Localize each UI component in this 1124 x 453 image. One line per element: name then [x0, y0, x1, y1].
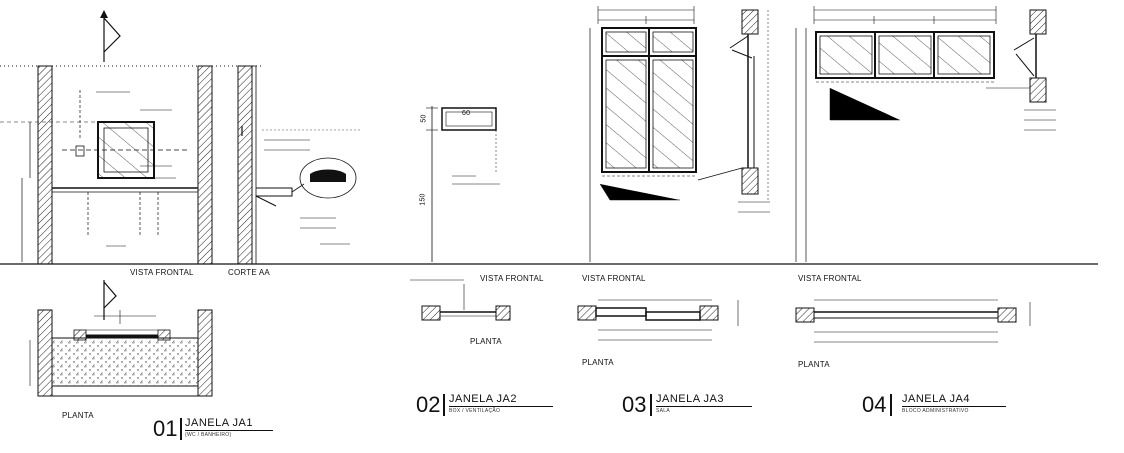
- label-vista-frontal-01: VISTA FRONTAL: [130, 268, 194, 277]
- label-planta-04: PLANTA: [798, 360, 830, 369]
- title-underline: [185, 430, 273, 431]
- detail-title: JANELA JA4: [902, 393, 970, 405]
- ja2-dim-top: 50: [420, 114, 428, 123]
- detail-title: JANELA JA3: [656, 393, 724, 405]
- label-vista-frontal-04: VISTA FRONTAL: [798, 274, 862, 283]
- title-divider: [890, 394, 892, 416]
- label-vista-frontal-03: VISTA FRONTAL: [582, 274, 646, 283]
- detail-02-drawing: [410, 106, 511, 321]
- detail-subtitle: BLOCO ADMINISTRATIVO: [902, 408, 969, 414]
- detail-subtitle: SALA: [656, 408, 670, 414]
- title-divider: [443, 394, 445, 416]
- detail-number: 02: [416, 392, 441, 417]
- detail-title: JANELA JA2: [449, 393, 517, 405]
- title-underline: [449, 406, 553, 407]
- detail-title: JANELA JA1: [185, 417, 253, 429]
- detail-number: 03: [622, 392, 647, 417]
- title-divider: [650, 394, 652, 416]
- detail-01-drawing: [0, 10, 362, 397]
- detail-number: 04: [862, 392, 887, 417]
- detail-number: 01: [153, 416, 178, 441]
- label-planta-02: PLANTA: [470, 337, 502, 346]
- title-divider: [180, 418, 182, 440]
- title-underline: [902, 406, 1006, 407]
- label-corte-aa: CORTE AA: [228, 268, 270, 277]
- label-planta-01: PLANTA: [62, 411, 94, 420]
- ja2-dim-width: 60: [462, 110, 471, 117]
- detail-subtitle: BOX / VENTILAÇÃO: [449, 408, 501, 414]
- ja2-dim-bottom: 150: [419, 193, 427, 206]
- label-vista-frontal-02: VISTA FRONTAL: [480, 274, 544, 283]
- title-underline: [656, 406, 752, 407]
- label-planta-03: PLANTA: [582, 358, 614, 367]
- detail-subtitle: (WC / BANHEIRO): [185, 432, 232, 438]
- detail-03-drawing: [577, 6, 770, 341]
- detail-04-drawing: [795, 6, 1056, 343]
